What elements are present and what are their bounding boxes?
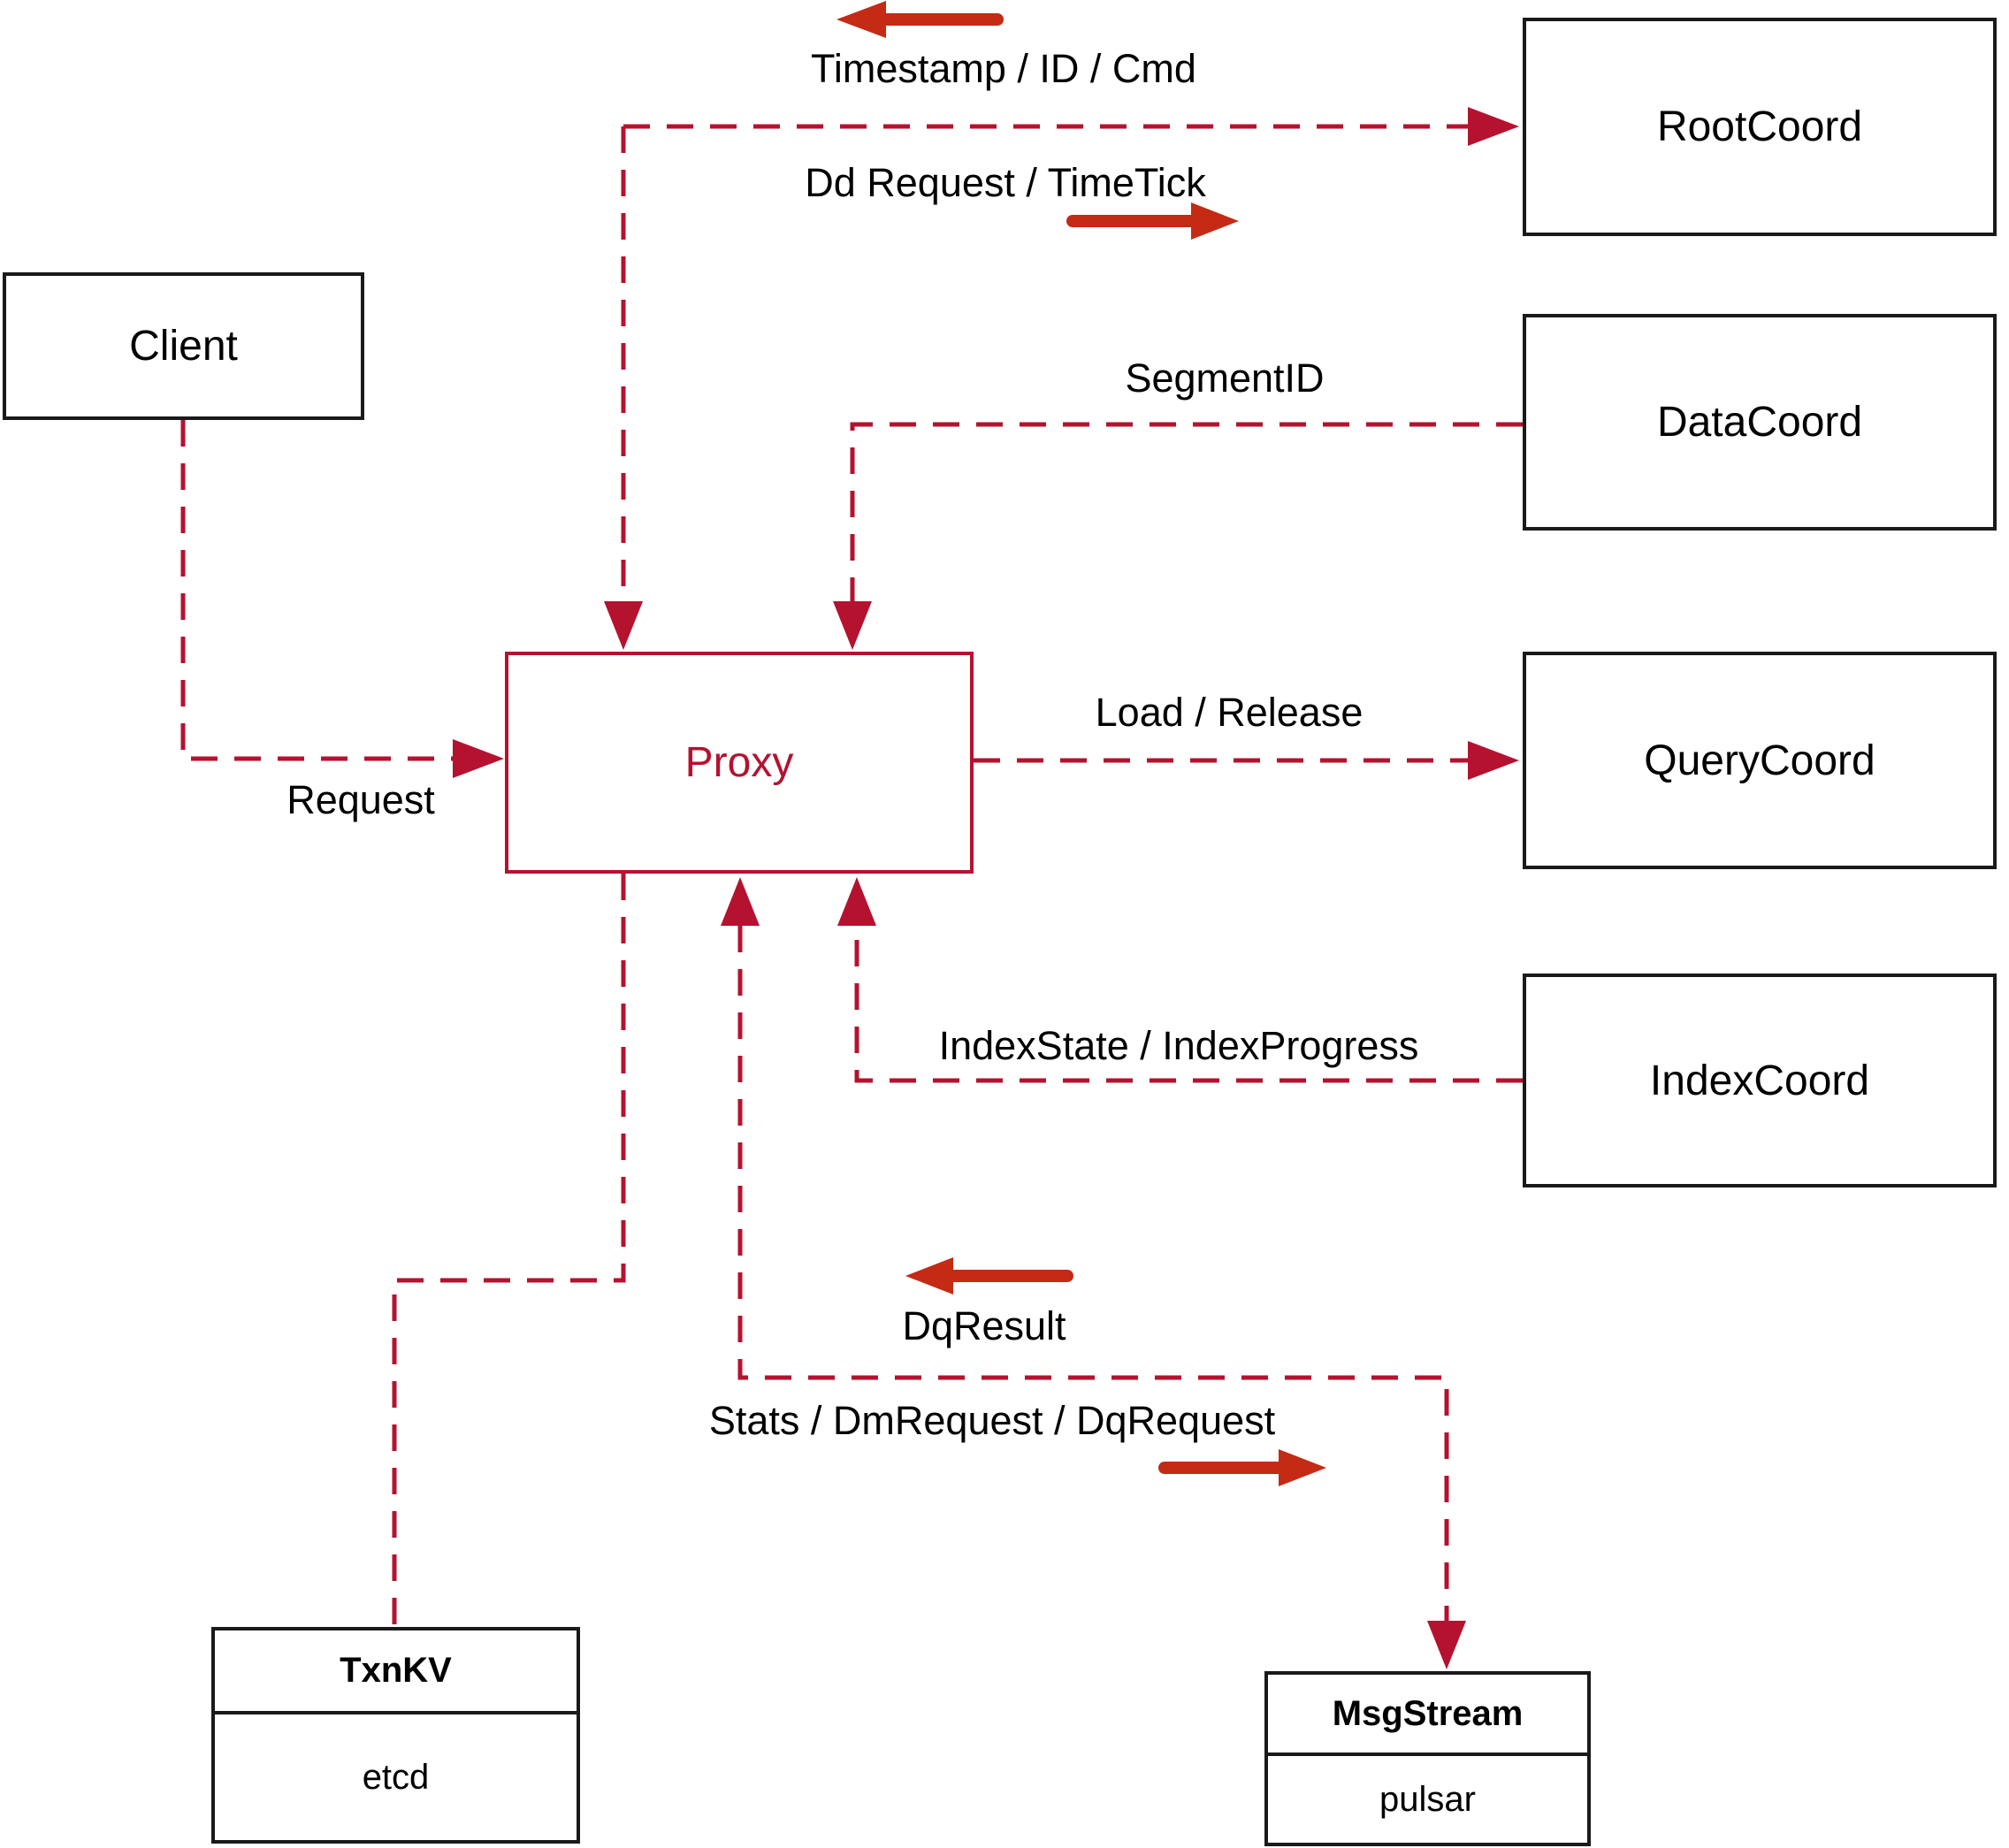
node-txnkv-impl-label: etcd (362, 1757, 430, 1797)
node-querycoord-label: QueryCoord (1644, 737, 1875, 784)
edge-client-proxy (180, 420, 504, 778)
edge-indexcoord-proxy (837, 877, 1523, 1083)
arrowhead-down-icon (604, 601, 643, 650)
arrowhead-down-icon (833, 601, 872, 650)
node-txnkv-title-label: TxnKV (340, 1651, 452, 1690)
node-datacoord: DataCoord (1523, 314, 1997, 531)
edge-label-dd-request: Dd Request / TimeTick (805, 160, 1206, 205)
node-querycoord: QueryCoord (1523, 652, 1997, 869)
edge-label-dq-result: DqResult (902, 1303, 1066, 1348)
arrowhead-up-icon (721, 877, 760, 926)
node-msgstream: MsgStream pulsar (1264, 1671, 1591, 1846)
edge-label-stats: Stats / DmRequest / DqRequest (708, 1398, 1276, 1443)
node-msgstream-title: MsgStream (1268, 1675, 1587, 1756)
arrowhead-right-icon (1468, 741, 1519, 780)
node-client-label: Client (129, 323, 238, 370)
node-rootcoord-label: RootCoord (1656, 103, 1863, 150)
edge-label-timestamp: Timestamp / ID / Cmd (811, 46, 1196, 91)
edge-proxy-rootcoord (604, 107, 1519, 650)
edge-label-index-state: IndexState / IndexProgress (938, 1023, 1419, 1068)
arrow-right-dd-request-icon (1066, 202, 1239, 240)
edge-label-load-release: Load / Release (1095, 690, 1364, 735)
edge-label-request: Request (286, 777, 435, 822)
edge-proxy-txnkv (392, 874, 626, 1625)
arrow-left-timestamp-icon (836, 1, 1004, 38)
arrowhead-right-icon (1468, 107, 1519, 146)
node-rootcoord: RootCoord (1523, 18, 1997, 236)
node-indexcoord-label: IndexCoord (1649, 1057, 1870, 1104)
arrowhead-up-icon (837, 877, 876, 926)
node-msgstream-impl: pulsar (1268, 1756, 1587, 1843)
node-proxy-label: Proxy (684, 739, 794, 786)
edge-proxy-msgstream (721, 877, 1466, 1669)
arrowhead-down-icon (1427, 1621, 1466, 1669)
edge-datacoord-proxy (833, 422, 1523, 650)
arrowhead-right-icon (453, 739, 504, 778)
node-indexcoord: IndexCoord (1523, 974, 1997, 1187)
node-msgstream-impl-label: pulsar (1379, 1779, 1476, 1819)
edge-label-segment-id: SegmentID (1125, 355, 1325, 401)
node-msgstream-title-label: MsgStream (1332, 1693, 1524, 1733)
node-txnkv: TxnKV etcd (211, 1627, 580, 1844)
node-client: Client (3, 272, 364, 420)
edge-proxy-querycoord (974, 741, 1519, 780)
node-txnkv-impl: etcd (215, 1714, 577, 1840)
arrow-left-dqresult-icon (905, 1257, 1073, 1294)
arrow-right-stats-icon (1158, 1449, 1326, 1486)
node-proxy: Proxy (505, 652, 974, 874)
node-datacoord-label: DataCoord (1656, 399, 1863, 446)
node-txnkv-title: TxnKV (215, 1630, 577, 1714)
